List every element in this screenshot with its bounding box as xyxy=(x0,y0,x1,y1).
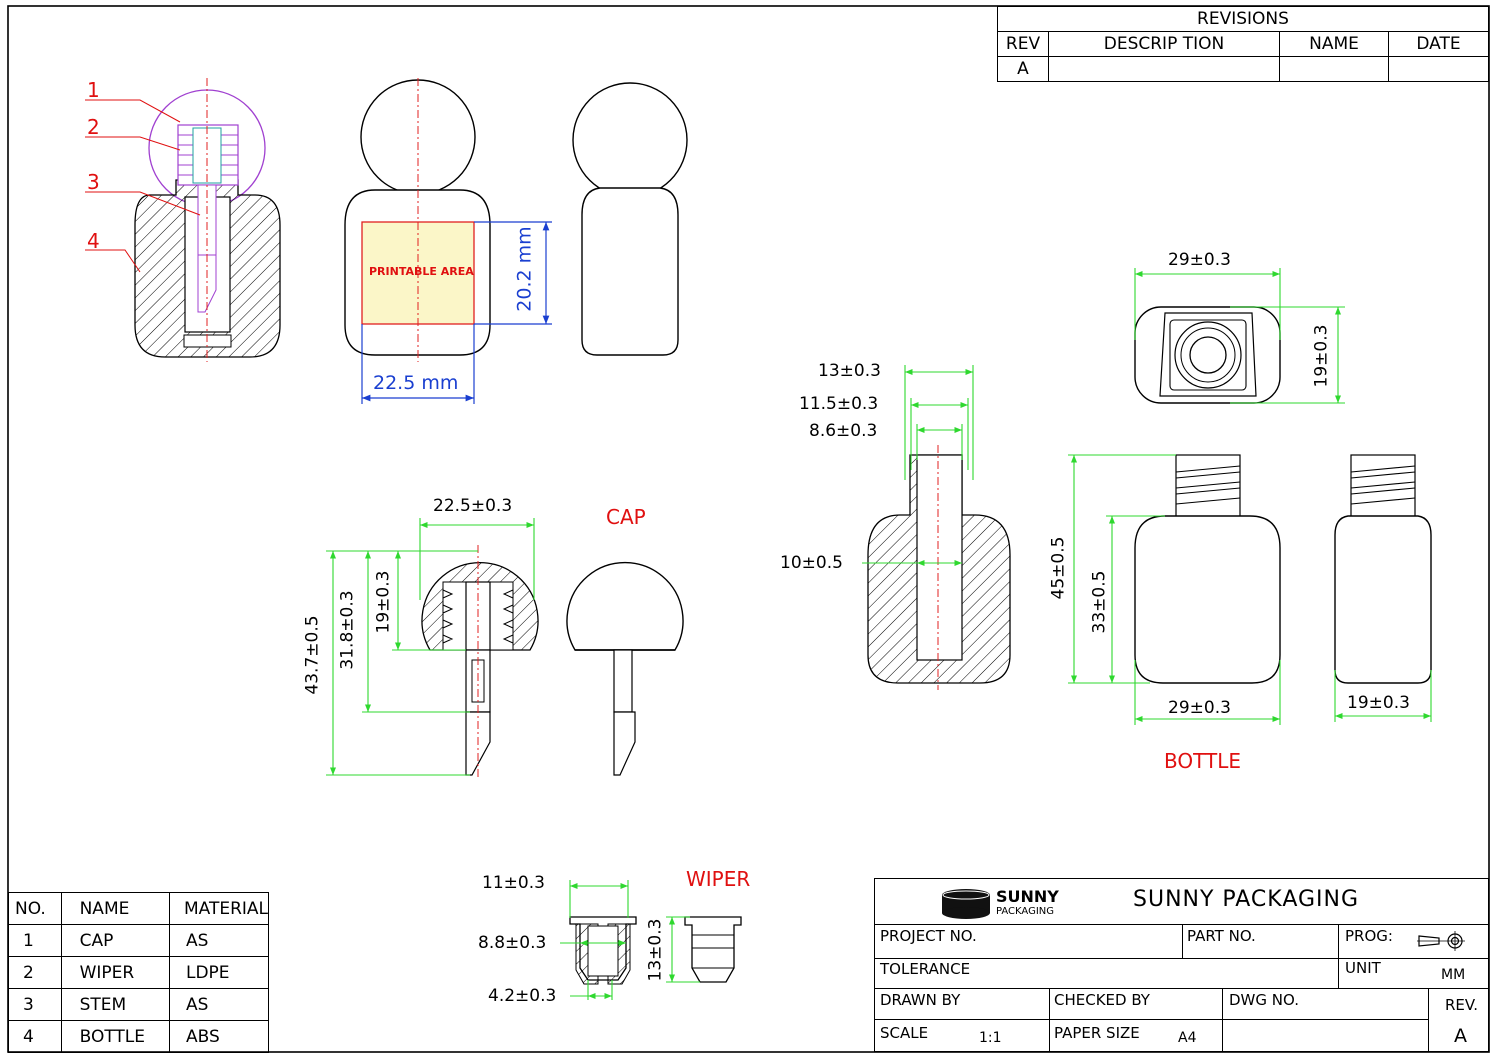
scale-label: SCALE xyxy=(880,1024,929,1042)
unit-label: UNIT xyxy=(1345,959,1381,977)
wiper-dimensions xyxy=(560,880,629,1000)
side-view xyxy=(572,82,688,356)
parts-row: 1 CAP AS xyxy=(8,924,270,957)
parts-cell-material: AS xyxy=(168,924,270,957)
revisions-header-date: DATE xyxy=(1388,31,1489,57)
dwg-no-label: DWG NO. xyxy=(1229,991,1299,1009)
bottle-top-view xyxy=(1134,306,1281,404)
tolerance-label: TOLERANCE xyxy=(880,960,971,978)
title-block: SUNNY PACKAGING SUNNY PACKAGING PROJECT … xyxy=(874,878,1489,1052)
bottle-top-dimensions xyxy=(1134,268,1345,404)
parts-row: 3 STEM AS xyxy=(8,988,270,1021)
wiper-outer-dim: 11±0.3 xyxy=(482,873,545,893)
front-view xyxy=(344,78,552,404)
bottle-bore-dim: 10±0.5 xyxy=(780,553,843,573)
printable-height-label: 20.2 mm xyxy=(513,226,536,312)
revisions-header-name: NAME xyxy=(1279,31,1389,57)
prog-label: PROG: xyxy=(1345,927,1393,945)
bottle-width-dim: 29±0.3 xyxy=(1168,698,1231,718)
cap-stem-height-dim: 31.8±0.3 xyxy=(337,590,358,670)
bottle-top-depth-dim: 19±0.3 xyxy=(1311,324,1332,388)
checked-by-label: CHECKED BY xyxy=(1054,991,1150,1009)
bottle-neck-dimensions xyxy=(862,365,974,567)
logo-text-bottom: PACKAGING xyxy=(996,906,1055,917)
assembly-section-view xyxy=(85,78,281,362)
revisions-cell-rev: A xyxy=(997,56,1049,82)
cap-exterior-view xyxy=(566,561,684,776)
revisions-header-description: DESCRIP TION xyxy=(1048,31,1280,57)
paper-size-label: PAPER SIZE xyxy=(1054,1024,1140,1042)
parts-cell-no: 3 xyxy=(8,988,62,1021)
cap-thread-height-dim: 19±0.3 xyxy=(373,570,394,634)
bottle-top-width-dim: 29±0.3 xyxy=(1168,250,1231,270)
cap-total-height-dim: 43.7±0.5 xyxy=(302,615,323,695)
bottle-title: BOTTLE xyxy=(1164,749,1241,773)
bottle-depth-dim: 19±0.3 xyxy=(1347,693,1410,713)
parts-header-name: NAME xyxy=(60,892,170,925)
parts-cell-no: 1 xyxy=(8,924,62,957)
paper-size-value: A4 xyxy=(1178,1030,1197,1046)
parts-cell-no: 2 xyxy=(8,956,62,989)
wiper-section-view xyxy=(569,916,637,985)
logo-mark-icon xyxy=(942,889,990,919)
wiper-exterior-view xyxy=(684,916,742,983)
drawn-by-label: DRAWN BY xyxy=(880,991,961,1009)
revisions-cell-date xyxy=(1388,56,1489,82)
company-logo: SUNNY PACKAGING xyxy=(941,887,1071,921)
parts-table: NO. NAME MATERIAL 1 CAP AS 2 WIPER LDPE … xyxy=(8,892,270,1053)
parts-cell-name: WIPER xyxy=(60,956,170,989)
revisions-title: REVISIONS xyxy=(997,6,1489,32)
unit-value: MM xyxy=(1441,967,1466,983)
scale-value: 1:1 xyxy=(979,1030,1002,1046)
cap-section-view xyxy=(421,545,539,780)
bottle-side-dimensions xyxy=(1334,670,1432,722)
logo-text-top: SUNNY xyxy=(996,887,1059,906)
wiper-height-dim: 13±0.3 xyxy=(645,918,666,982)
callout-2: 2 xyxy=(87,115,100,139)
bottle-front-view xyxy=(1134,454,1281,684)
printable-area-label: PRINTABLE AREA xyxy=(369,265,474,278)
parts-cell-material: LDPE xyxy=(168,956,270,989)
parts-row: 2 WIPER LDPE xyxy=(8,956,270,989)
cap-dimensions xyxy=(326,518,535,776)
revisions-cell-name xyxy=(1279,56,1389,82)
parts-cell-material: ABS xyxy=(168,1020,270,1053)
printable-width-label: 22.5 mm xyxy=(373,372,459,394)
wiper-title: WIPER xyxy=(686,867,751,891)
bottle-neck-mid-dim: 11.5±0.3 xyxy=(799,394,879,414)
bottle-body-height-dim: 33±0.5 xyxy=(1089,570,1110,634)
bottle-neck-inner-dim: 8.6±0.3 xyxy=(809,421,878,441)
parts-cell-no: 4 xyxy=(8,1020,62,1053)
bottle-front-dimensions xyxy=(1068,454,1281,725)
wiper-inner-dim: 4.2±0.3 xyxy=(488,986,557,1006)
parts-header-no: NO. xyxy=(8,892,62,925)
parts-cell-material: AS xyxy=(168,988,270,1021)
bottle-section-view xyxy=(867,445,1011,690)
callout-4: 4 xyxy=(87,229,100,253)
rev-value: A xyxy=(1454,1025,1467,1047)
wiper-height-dimension xyxy=(666,916,700,983)
callout-3: 3 xyxy=(87,170,100,194)
project-no-label: PROJECT NO. xyxy=(880,927,977,945)
parts-cell-name: CAP xyxy=(60,924,170,957)
rev-label: REV. xyxy=(1445,996,1478,1014)
revisions-header-rev: REV xyxy=(997,31,1049,57)
part-no-label: PART NO. xyxy=(1187,927,1256,945)
cap-width-dim: 22.5±0.3 xyxy=(433,496,513,516)
company-name: SUNNY PACKAGING xyxy=(1133,887,1360,912)
bottle-neck-outer-dim: 13±0.3 xyxy=(818,361,881,381)
parts-cell-name: STEM xyxy=(60,988,170,1021)
parts-cell-name: BOTTLE xyxy=(60,1020,170,1053)
revisions-table: REVISIONS REV DESCRIP TION NAME DATE A xyxy=(997,6,1489,82)
revisions-cell-description xyxy=(1048,56,1280,82)
wiper-mid-dim: 8.8±0.3 xyxy=(478,933,547,953)
bottle-side-view xyxy=(1334,454,1432,684)
parts-header-material: MATERIAL xyxy=(168,892,270,925)
projection-symbol-icon xyxy=(1417,931,1465,951)
parts-row: 4 BOTTLE ABS xyxy=(8,1020,270,1053)
bottle-height-dim: 45±0.5 xyxy=(1048,536,1069,600)
cap-title: CAP xyxy=(606,505,646,529)
callout-1: 1 xyxy=(87,78,100,102)
